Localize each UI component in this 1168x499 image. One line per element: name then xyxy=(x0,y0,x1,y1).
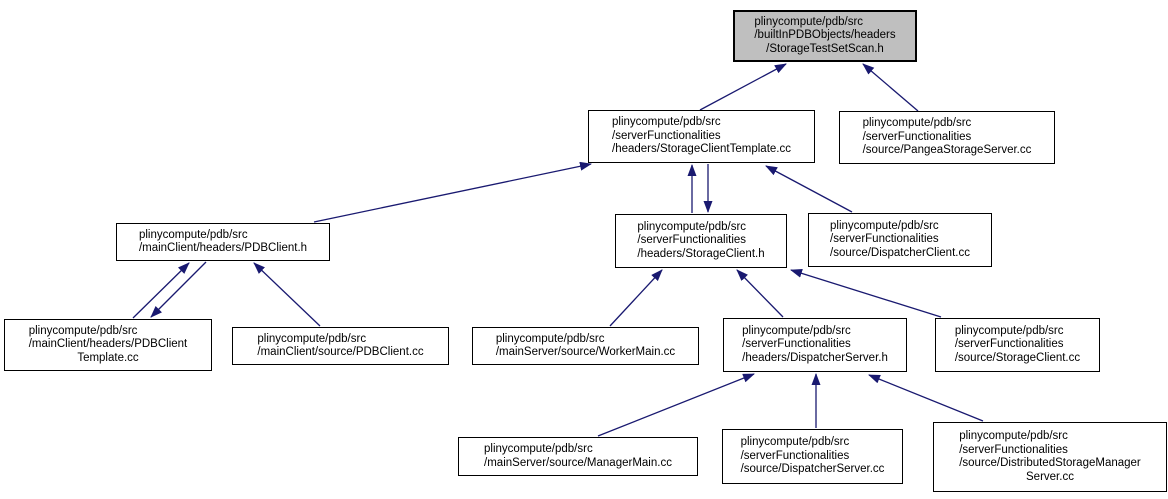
node-label-line: /source/DistributedStorageManager xyxy=(959,457,1141,469)
node-label-line: plinycompute/pdb/src xyxy=(28,324,138,337)
node-label: plinycompute/pdb/src/builtInPDBObjects/h… xyxy=(754,16,895,57)
node-storage-test-set-scan-h[interactable]: plinycompute/pdb/src/builtInPDBObjects/h… xyxy=(733,10,917,62)
node-label-line: /serverFunctionalities xyxy=(637,234,747,247)
node-storage-client-cc[interactable]: plinycompute/pdb/src/serverFunctionaliti… xyxy=(935,318,1100,372)
node-label: plinycompute/pdb/src/serverFunctionaliti… xyxy=(830,220,970,261)
node-dispatcher-server-h[interactable]: plinycompute/pdb/src/serverFunctionaliti… xyxy=(723,318,907,372)
node-label-line: /builtInPDBObjects/headers xyxy=(754,29,896,42)
node-label-line: plinycompute/pdb/src xyxy=(830,219,939,232)
node-label: plinycompute/pdb/src/serverFunctionaliti… xyxy=(959,430,1141,484)
node-pangea-storage-server-cc[interactable]: plinycompute/pdb/src/serverFunctionaliti… xyxy=(839,111,1055,164)
node-label-line: /mainClient/headers/PDBClient xyxy=(28,338,188,351)
node-dispatcher-server-cc[interactable]: plinycompute/pdb/src/serverFunctionaliti… xyxy=(722,429,903,484)
node-distributed-storage-manager-server-cc[interactable]: plinycompute/pdb/src/serverFunctionaliti… xyxy=(933,422,1167,492)
node-label: plinycompute/pdb/src/mainClient/headers/… xyxy=(29,325,188,366)
node-storage-client-template-cc[interactable]: plinycompute/pdb/src/serverFunctionaliti… xyxy=(588,110,815,163)
node-label-line: /StorageTestSetScan.h xyxy=(766,42,884,55)
node-label-line: plinycompute/pdb/src xyxy=(740,436,850,449)
node-dispatcher-client-cc[interactable]: plinycompute/pdb/src/serverFunctionaliti… xyxy=(808,213,992,267)
node-pdb-client-h[interactable]: plinycompute/pdb/src/mainClient/headers/… xyxy=(116,223,330,261)
node-label-line: /headers/StorageClientTemplate.cc xyxy=(612,143,791,156)
edge-dispatcher-server-h-to-storage-client-h xyxy=(736,269,784,318)
edge-dispatcher-client-cc-to-storage-client-template-cc xyxy=(765,165,853,213)
node-label-line: /source/StorageClient.cc xyxy=(954,351,1081,364)
node-label-line: /headers/StorageClient.h xyxy=(637,247,765,260)
node-label-line: /headers/DispatcherServer.h xyxy=(742,351,888,364)
node-label-line: /serverFunctionalities xyxy=(830,233,939,246)
node-label-line: Template.cc xyxy=(77,351,139,364)
node-label-line: Server.cc xyxy=(1026,470,1074,483)
edge-pdb-client-h-to-storage-client-template-cc xyxy=(313,161,592,223)
node-label: plinycompute/pdb/src/mainServer/source/M… xyxy=(484,443,672,470)
node-label-line: plinycompute/pdb/src xyxy=(612,116,721,129)
node-label: plinycompute/pdb/src/serverFunctionaliti… xyxy=(637,221,764,262)
node-label-line: plinycompute/pdb/src xyxy=(495,332,605,345)
node-label: plinycompute/pdb/src/mainServer/source/W… xyxy=(496,333,675,360)
edge-worker-main-cc-to-storage-client-h xyxy=(609,269,663,327)
node-label-line: plinycompute/pdb/src xyxy=(138,228,248,241)
node-label-line: /source/DispatcherServer.cc xyxy=(740,463,885,476)
node-label-line: plinycompute/pdb/src xyxy=(754,15,864,28)
node-label-line: /source/DispatcherClient.cc xyxy=(830,246,970,259)
node-label-line: plinycompute/pdb/src xyxy=(959,430,1068,442)
node-pdb-client-template-cc[interactable]: plinycompute/pdb/src/mainClient/headers/… xyxy=(4,319,212,371)
node-manager-main-cc[interactable]: plinycompute/pdb/src/mainServer/source/M… xyxy=(458,437,698,476)
edge-storage-client-template-cc-to-storage-test-set-scan-h xyxy=(699,63,787,111)
node-label: plinycompute/pdb/src/serverFunctionaliti… xyxy=(612,116,791,157)
node-label-line: plinycompute/pdb/src xyxy=(637,220,747,233)
edge-pdb-client-template-cc-to-pdb-client-h xyxy=(132,262,190,319)
node-pdb-client-cc[interactable]: plinycompute/pdb/src/mainClient/source/P… xyxy=(232,327,449,365)
edge-pangea-storage-server-cc-to-storage-test-set-scan-h xyxy=(862,63,919,112)
node-label-line: plinycompute/pdb/src xyxy=(257,332,367,345)
node-label-line: /serverFunctionalities xyxy=(612,129,721,142)
edge-pdb-client-cc-to-pdb-client-h xyxy=(253,262,321,327)
node-label-line: /mainClient/source/PDBClient.cc xyxy=(257,346,424,358)
edge-storage-client-cc-to-storage-client-h xyxy=(790,268,942,318)
node-label-line: /serverFunctionalities xyxy=(862,130,972,143)
node-storage-client-h[interactable]: plinycompute/pdb/src/serverFunctionaliti… xyxy=(615,214,787,268)
node-label: plinycompute/pdb/src/mainClient/headers/… xyxy=(139,229,307,256)
node-label-line: /mainClient/headers/PDBClient.h xyxy=(138,242,308,254)
node-label: plinycompute/pdb/src/serverFunctionaliti… xyxy=(742,325,888,366)
node-label-line: /serverFunctionalities xyxy=(740,449,850,462)
node-label-line: /mainServer/source/ManagerMain.cc xyxy=(484,456,672,469)
node-label-line: plinycompute/pdb/src xyxy=(862,117,972,130)
node-label: plinycompute/pdb/src/serverFunctionaliti… xyxy=(863,117,1032,158)
node-label-line: /serverFunctionalities xyxy=(742,338,851,351)
node-label-line: /source/PangeaStorageServer.cc xyxy=(862,144,1032,157)
node-worker-main-cc[interactable]: plinycompute/pdb/src/mainServer/source/W… xyxy=(472,327,699,365)
node-label-line: /serverFunctionalities xyxy=(954,338,1064,351)
node-label-line: plinycompute/pdb/src xyxy=(484,443,593,455)
edge-distributed-storage-manager-server-cc-to-dispatcher-server-h xyxy=(868,374,984,422)
node-label-line: plinycompute/pdb/src xyxy=(742,324,851,337)
node-label-line: plinycompute/pdb/src xyxy=(954,324,1064,337)
node-label: plinycompute/pdb/src/mainClient/source/P… xyxy=(257,333,423,360)
node-label: plinycompute/pdb/src/serverFunctionaliti… xyxy=(741,436,885,477)
node-label: plinycompute/pdb/src/serverFunctionaliti… xyxy=(955,325,1080,366)
node-label-line: /serverFunctionalities xyxy=(959,443,1068,456)
edge-manager-main-cc-to-dispatcher-server-h xyxy=(597,373,755,437)
node-label-line: /mainServer/source/WorkerMain.cc xyxy=(495,346,676,358)
edge-pdb-client-h-to-pdb-client-template-cc xyxy=(150,261,207,318)
